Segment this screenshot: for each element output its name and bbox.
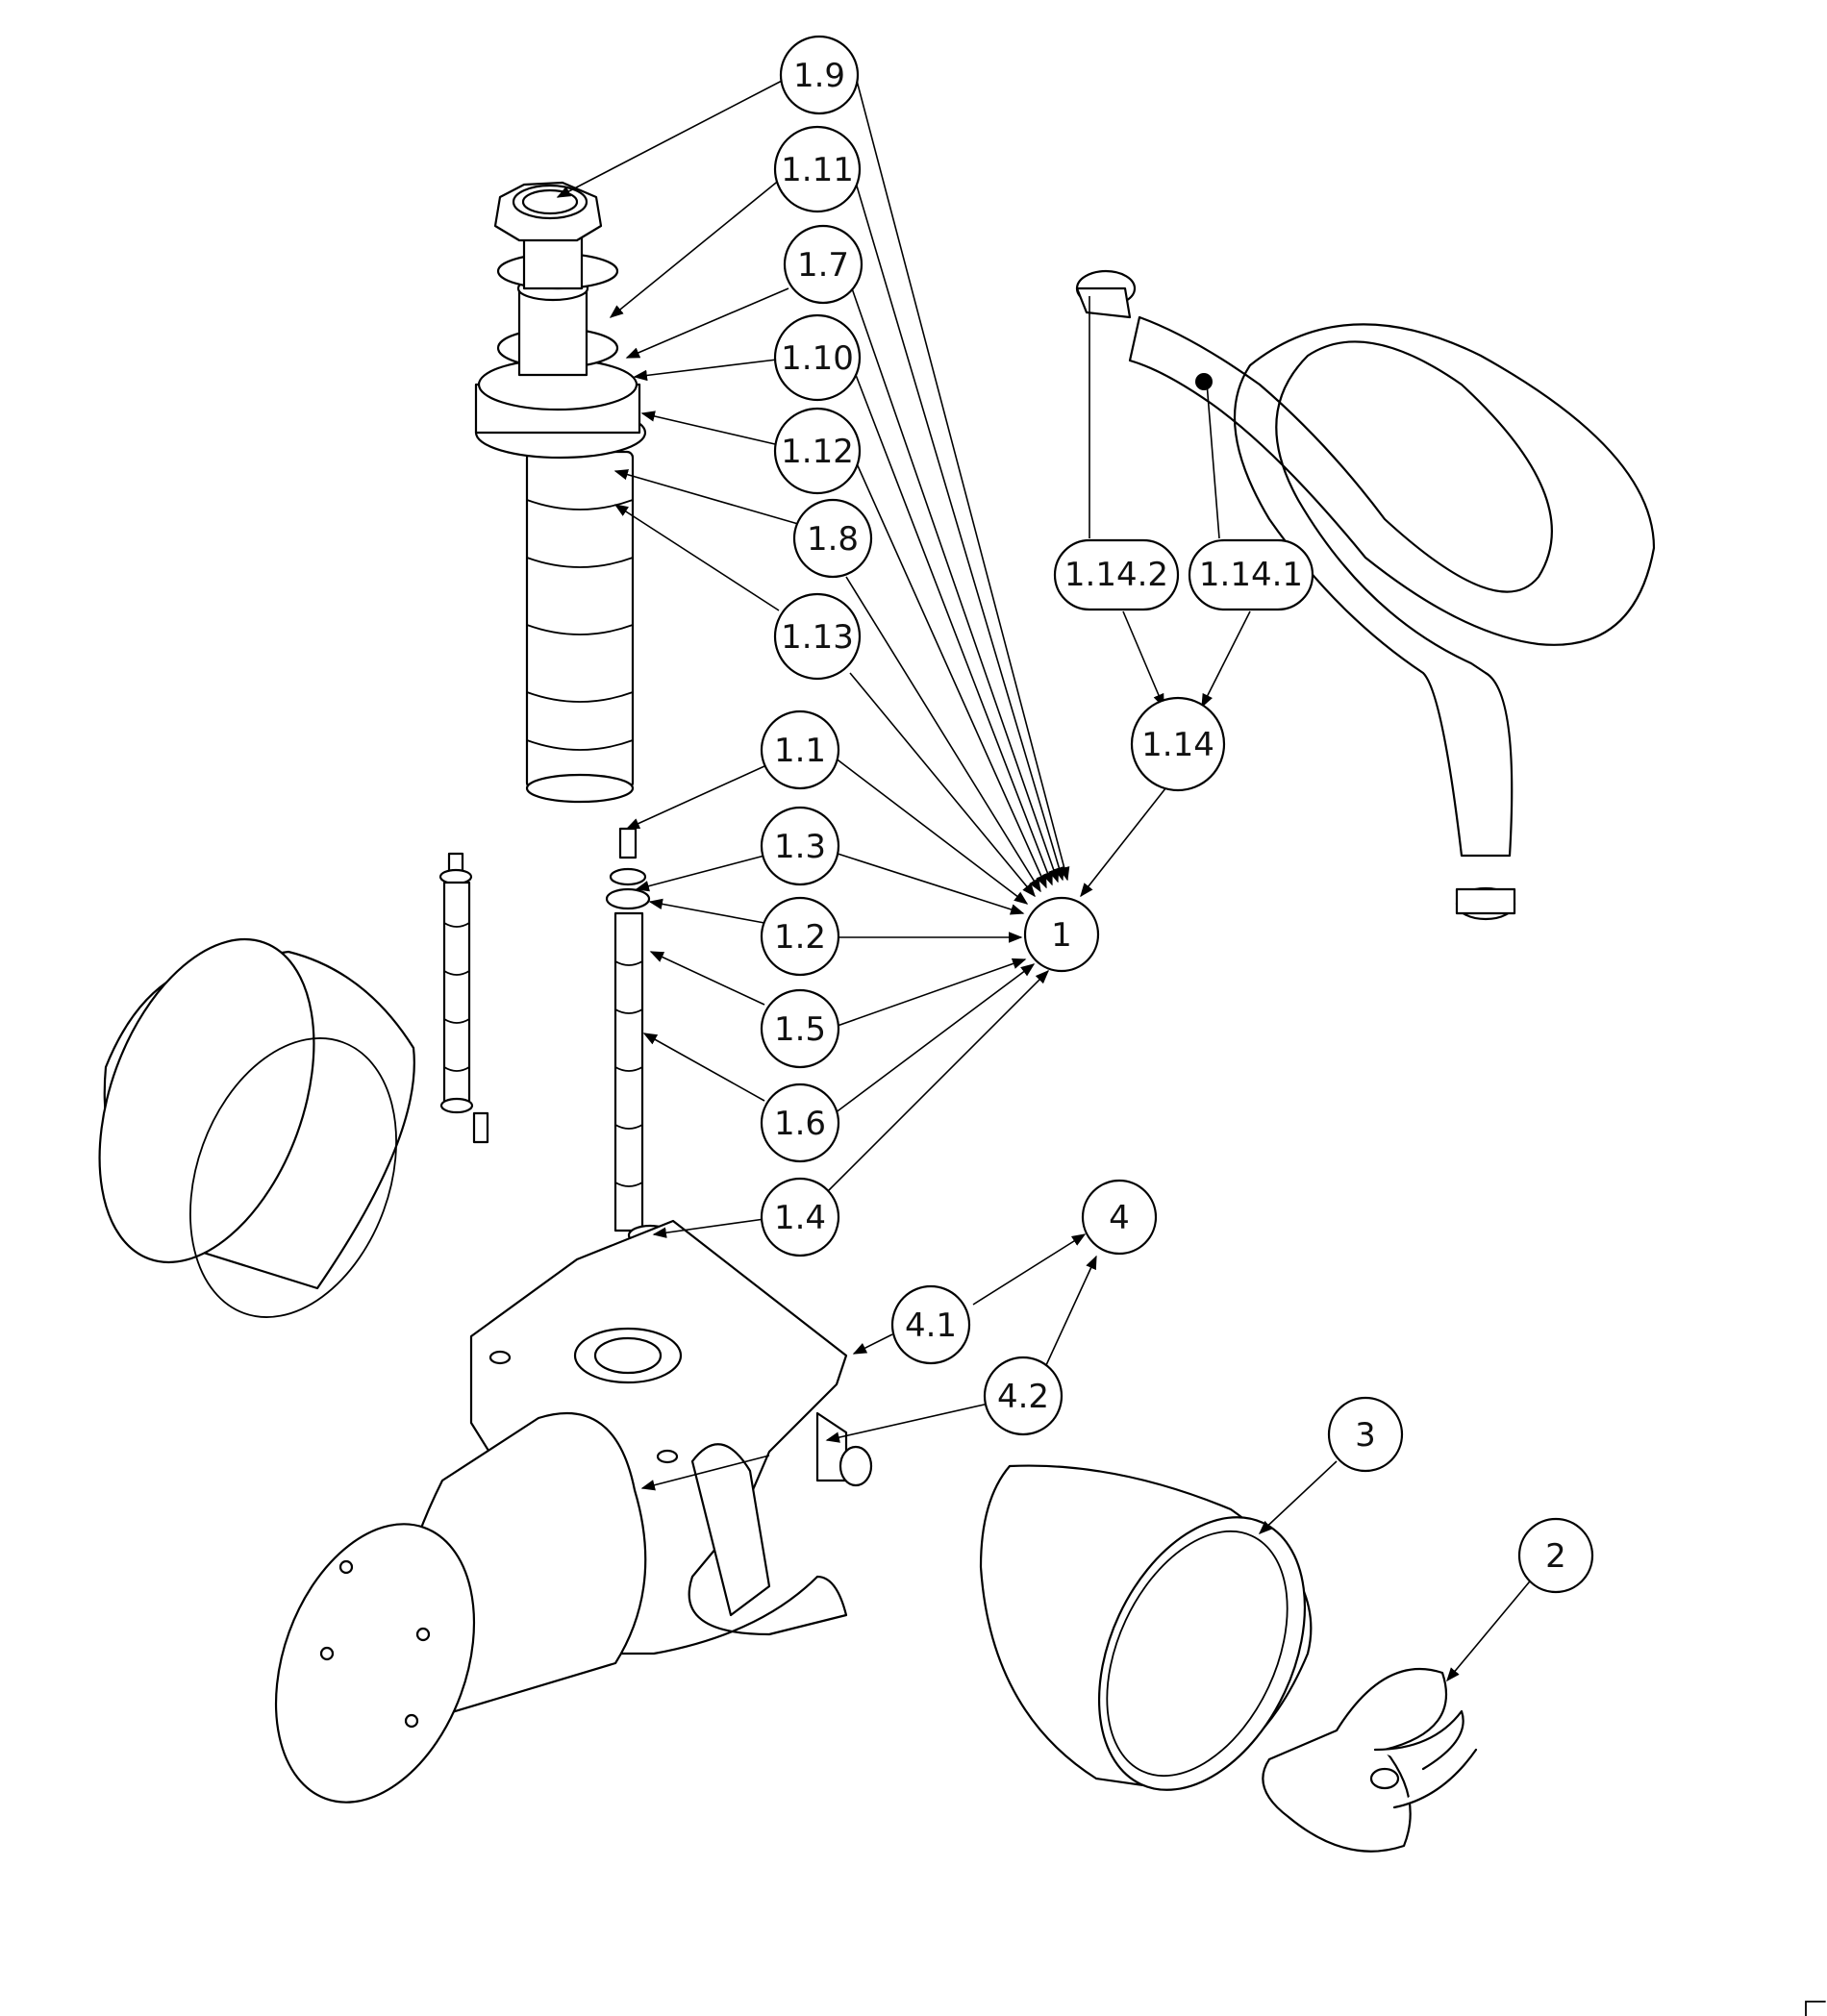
- callout-4-1: 4.1: [890, 1284, 971, 1365]
- callout-1-10-label: 1.10: [781, 339, 854, 378]
- callout-1-11: 1.11: [773, 125, 862, 213]
- callout-1-1-label: 1.1: [774, 732, 826, 770]
- right-shroud: [979, 1464, 1313, 1791]
- leader-lines: [556, 76, 1535, 1682]
- callout-1-6-label: 1.6: [774, 1105, 826, 1143]
- callout-1-13-label: 1.13: [781, 618, 854, 657]
- upper-shaft-assembly: [474, 181, 647, 804]
- callout-2: 2: [1517, 1517, 1594, 1594]
- propeller: [1262, 1667, 1478, 1853]
- callout-1-14-2-label: 1.14.2: [1064, 556, 1168, 594]
- callout-1-label: 1: [1051, 916, 1072, 955]
- callout-4-2: 4.2: [983, 1356, 1064, 1436]
- callout-3: 3: [1327, 1396, 1404, 1473]
- callout-1-12-label: 1.12: [781, 433, 854, 471]
- callout-1-14-label: 1.14: [1141, 726, 1214, 764]
- callout-1-3-label: 1.3: [774, 828, 826, 866]
- callout-2-label: 2: [1545, 1537, 1566, 1576]
- callout-1-8: 1.8: [792, 498, 873, 579]
- callout-1-4: 1.4: [760, 1177, 840, 1257]
- callout-1-5-label: 1.5: [774, 1010, 826, 1049]
- lower-shaft-assembly: [605, 827, 673, 1247]
- callout-4-1-label: 4.1: [905, 1307, 957, 1345]
- callout-4: 4: [1081, 1179, 1158, 1256]
- corner-mark: [1805, 2001, 1826, 2016]
- callout-4-label: 4: [1109, 1199, 1130, 1237]
- callout-1-7-label: 1.7: [797, 246, 849, 285]
- callout-1-7: 1.7: [783, 224, 863, 305]
- hose: [1075, 269, 1656, 921]
- callout-1-5: 1.5: [760, 988, 840, 1069]
- spare-shaft: [438, 852, 489, 1144]
- callout-1: 1: [1023, 896, 1100, 973]
- callout-1-2-label: 1.2: [774, 918, 826, 957]
- callout-1-3: 1.3: [760, 806, 840, 886]
- callout-4-2-label: 4.2: [997, 1378, 1049, 1416]
- callout-1-14-2: 1.14.2: [1053, 538, 1180, 611]
- gear-motor-housing: [274, 1219, 873, 1804]
- callout-1-12: 1.12: [773, 407, 862, 495]
- callout-1-8-label: 1.8: [807, 520, 859, 559]
- callout-1-4-label: 1.4: [774, 1199, 826, 1237]
- callout-1-6: 1.6: [760, 1083, 840, 1163]
- callout-1-1: 1.1: [760, 709, 840, 790]
- callout-1-14-1-label: 1.14.1: [1199, 556, 1303, 594]
- callout-1-14: 1.14: [1130, 696, 1226, 792]
- left-shroud: [98, 937, 415, 1318]
- callout-1-14-1: 1.14.1: [1188, 538, 1314, 611]
- callout-1-2: 1.2: [760, 896, 840, 977]
- callout-1-9-label: 1.9: [793, 57, 845, 95]
- callout-1-9: 1.9: [779, 35, 860, 115]
- callout-3-label: 3: [1355, 1416, 1376, 1455]
- callout-1-10: 1.10: [773, 313, 862, 402]
- callout-1-13: 1.13: [773, 592, 862, 681]
- callout-1-11-label: 1.11: [781, 151, 854, 189]
